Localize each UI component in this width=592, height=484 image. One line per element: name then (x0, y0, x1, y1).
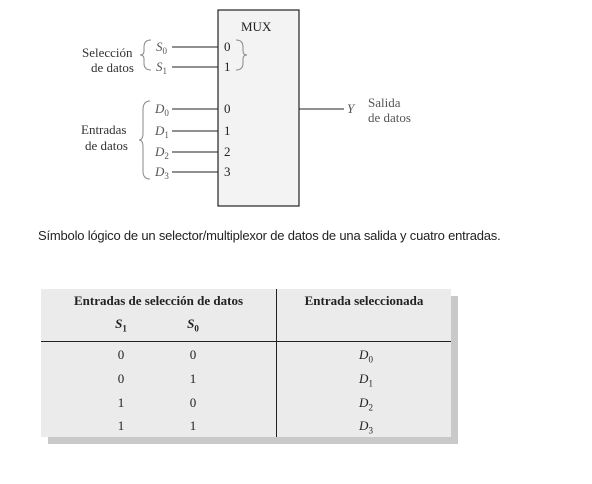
select-right-brace (235, 39, 248, 71)
table-header-selected: Entrada seleccionada (304, 293, 424, 308)
select-input-s0-name: S0 (156, 39, 168, 56)
table-subheader-s0: S0 (187, 316, 199, 334)
data-label-line2: de datos (85, 138, 128, 153)
table-header-divider (41, 341, 451, 342)
table-cell-output: D1 (359, 371, 373, 389)
table-cell-output: D2 (359, 395, 373, 413)
truth-table: Entradas de selección de datos Entrada s… (41, 289, 451, 437)
output-label-line1: Salida (368, 95, 401, 110)
select-pin-1: 1 (224, 59, 231, 74)
mux-box (217, 9, 300, 207)
data-pin-1: 1 (224, 123, 231, 138)
table-header-select: Entradas de selección de datos (74, 293, 243, 308)
data-label-line1: Entradas (81, 122, 126, 137)
data-input-d2-name: D2 (154, 144, 169, 161)
select-left-brace (139, 39, 152, 71)
data-input-d0-name: D0 (154, 101, 169, 118)
table-cell-s1: 1 (117, 418, 125, 433)
table-cell-s1: 0 (117, 371, 125, 386)
select-pin-0: 0 (224, 39, 231, 54)
data-left-brace (138, 100, 151, 180)
figure-caption: Símbolo lógico de un selector/multiplexo… (38, 228, 501, 243)
select-input-s1-name: S1 (156, 59, 167, 76)
select-label-line1: Selección (82, 45, 133, 60)
data-pin-0: 0 (224, 101, 231, 116)
data-pin-2: 2 (224, 144, 231, 159)
table-cell-s0: 0 (189, 347, 197, 362)
table-cell-s0: 1 (189, 418, 197, 433)
data-input-d1-name: D1 (154, 123, 169, 140)
table-subheader-s1: S1 (115, 316, 127, 334)
data-pin-3: 3 (224, 164, 231, 179)
output-label-line2: de datos (368, 110, 411, 125)
table-cell-s1: 0 (117, 347, 125, 362)
table-cell-s0: 1 (189, 371, 197, 386)
table-cell-output: D0 (359, 347, 373, 365)
table-cell-s0: 0 (189, 395, 197, 410)
table-cell-output: D3 (359, 418, 373, 436)
select-label-line2: de datos (91, 60, 134, 75)
mux-label: MUX (241, 19, 272, 34)
table-cell-s1: 1 (117, 395, 125, 410)
table-column-divider (276, 289, 277, 437)
output-name: Y (347, 101, 356, 116)
mux-diagram: MUX Selección de datos S0 0 S1 1 Entrada… (81, 9, 411, 207)
data-input-d3-name: D3 (154, 164, 169, 181)
